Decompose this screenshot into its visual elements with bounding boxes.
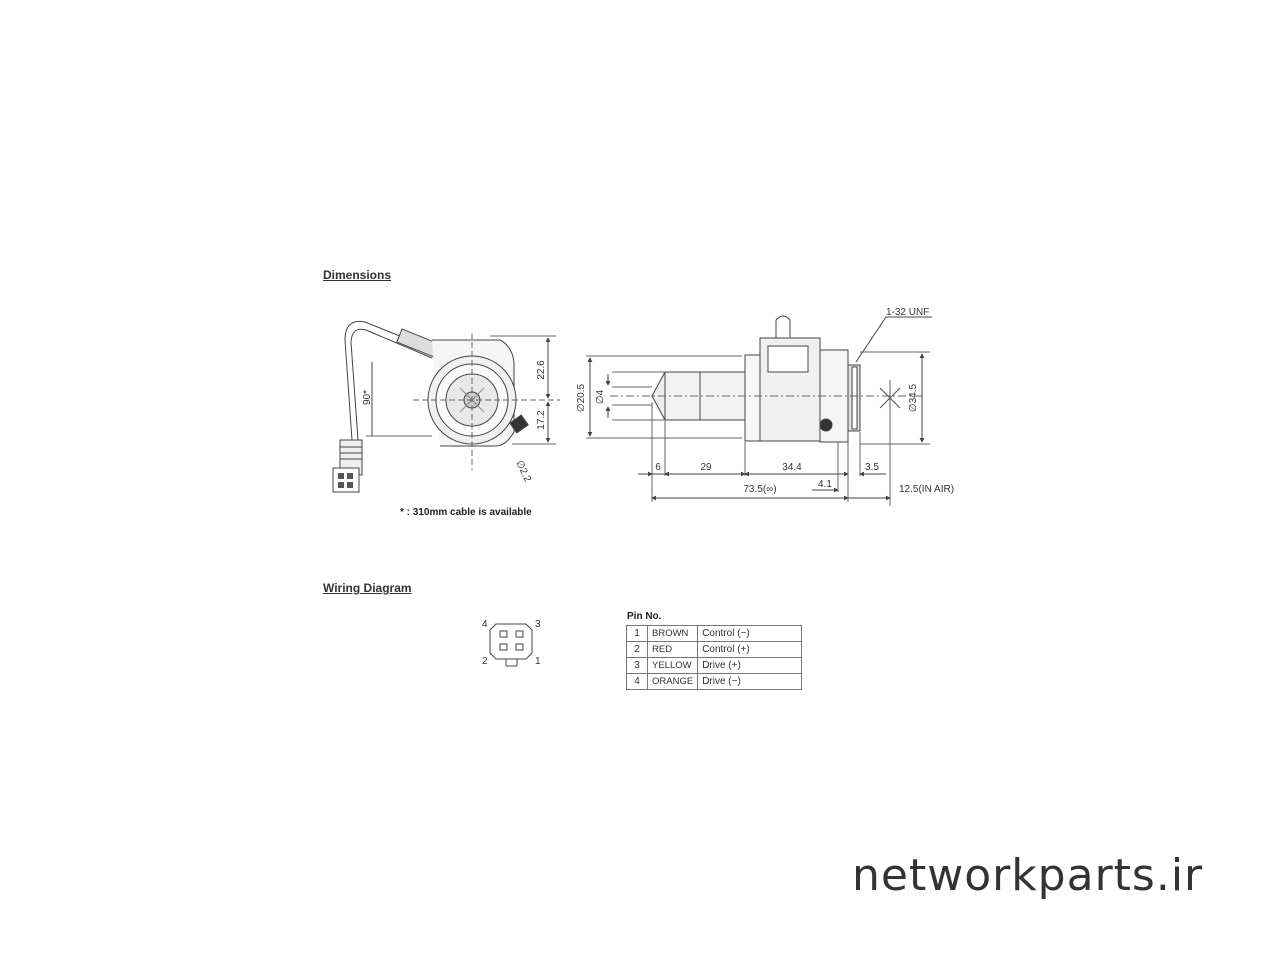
dim-diameter-2-2: ∅2.2 bbox=[513, 459, 533, 485]
pin-color: YELLOW bbox=[646, 657, 699, 674]
pin-number: 1 bbox=[626, 625, 648, 642]
connector-diagram bbox=[489, 623, 533, 667]
pin-table-caption: Pin No. bbox=[627, 611, 662, 622]
connector-pin-2: 2 bbox=[482, 656, 488, 667]
dim-17-2: 17.2 bbox=[536, 410, 547, 430]
pin-function: Drive (+) bbox=[697, 657, 803, 674]
dim-diameter-34-5: ∅34.5 bbox=[908, 383, 919, 412]
pin-color: RED bbox=[646, 641, 699, 658]
dim-4-1: 4.1 bbox=[818, 479, 832, 490]
pin-function: Control (+) bbox=[697, 641, 803, 658]
table-row: 3 YELLOW Drive (+) bbox=[626, 657, 803, 674]
dim-diameter-4: ∅4 bbox=[595, 389, 606, 404]
lens-front-view bbox=[332, 320, 560, 493]
cable-connector bbox=[339, 439, 363, 476]
cable-note: * : 310mm cable is available bbox=[400, 507, 532, 518]
pin-number: 2 bbox=[626, 641, 648, 658]
pin-number: 3 bbox=[626, 657, 648, 674]
lens-side-view bbox=[586, 315, 932, 506]
watermark-text: networkparts.ir bbox=[852, 850, 1204, 901]
dim-12-5: 12.5(IN AIR) bbox=[899, 484, 954, 495]
dim-34-4: 34.4 bbox=[782, 462, 802, 473]
connector-pin-1: 1 bbox=[535, 656, 541, 667]
dim-29: 29 bbox=[700, 462, 712, 473]
wiring-diagram-title: Wiring Diagram bbox=[323, 581, 412, 595]
dimensions-title: Dimensions bbox=[323, 268, 392, 282]
dim-diameter-20-5: ∅20.5 bbox=[576, 383, 587, 412]
dim-73-5: 73.5(∞) bbox=[743, 484, 776, 495]
table-row: 2 RED Control (+) bbox=[626, 641, 803, 658]
dim-6: 6 bbox=[655, 462, 661, 473]
table-row: 1 BROWN Control (−) bbox=[626, 625, 803, 642]
pin-color: ORANGE bbox=[646, 673, 699, 690]
pin-function: Control (−) bbox=[697, 625, 803, 642]
angle-label: 90* bbox=[362, 390, 373, 405]
pin-color: BROWN bbox=[646, 625, 699, 642]
connector-pin-3: 3 bbox=[535, 619, 541, 630]
table-row: 4 ORANGE Drive (−) bbox=[626, 673, 803, 690]
connector-pin-4: 4 bbox=[482, 619, 488, 630]
pin-table: 1 BROWN Control (−) 2 RED Control (+) 3 … bbox=[626, 625, 803, 690]
dim-3-5: 3.5 bbox=[865, 462, 879, 473]
pin-number: 4 bbox=[626, 673, 648, 690]
cable bbox=[344, 320, 436, 441]
thread-label: 1-32 UNF bbox=[886, 307, 929, 318]
pin-function: Drive (−) bbox=[697, 673, 803, 690]
dim-22-6: 22.6 bbox=[536, 360, 547, 380]
